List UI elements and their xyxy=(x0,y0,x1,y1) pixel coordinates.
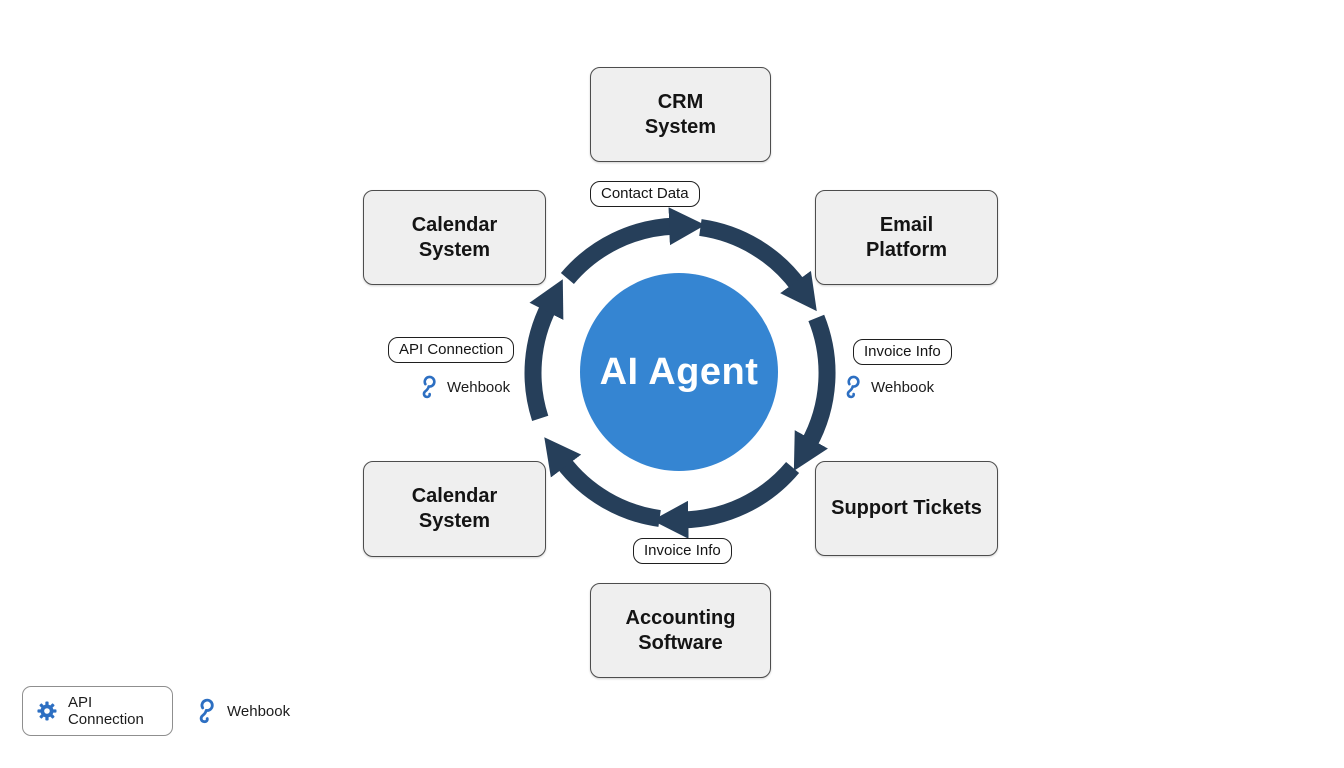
node-crm-system: CRM System xyxy=(590,67,771,162)
node-support-tickets: Support Tickets xyxy=(815,461,998,556)
node-accounting-software: Accounting Software xyxy=(590,583,771,678)
label-invoice-info-right: Invoice Info xyxy=(853,339,952,365)
label-contact-data: Contact Data xyxy=(590,181,700,207)
ring-arrow-bottom-left xyxy=(544,437,661,527)
gear-icon xyxy=(37,701,57,721)
ai-agent-circle: AI Agent xyxy=(580,273,778,471)
node-accounting-software-label: Accounting Software xyxy=(625,606,736,654)
webhook-caption-left: Wehbook xyxy=(420,375,510,400)
legend-webhook: Wehbook xyxy=(197,698,290,725)
ring-arrow-top-right xyxy=(699,219,817,312)
webhook-icon xyxy=(846,375,860,399)
webhook-icon xyxy=(422,375,436,399)
legend-api-connection-label: API Connection xyxy=(67,694,144,728)
webhook-label-right: Wehbook xyxy=(871,379,935,396)
ring-arrow-top-left xyxy=(560,207,706,285)
legend-webhook-label: Wehbook xyxy=(227,703,291,720)
node-calendar-system-bottom-label: Calendar System xyxy=(411,485,498,532)
webhook-label-left: Wehbook xyxy=(447,379,511,396)
node-calendar-system-bottom: Calendar System xyxy=(363,461,546,557)
node-calendar-system-top-label: Calendar System xyxy=(411,213,498,261)
node-calendar-system-top: Calendar System xyxy=(363,190,546,285)
node-email-platform: Email Platform xyxy=(815,190,998,285)
label-api-connection: API Connection xyxy=(388,337,515,363)
label-invoice-info-bottom: Invoice Info xyxy=(633,538,732,564)
ring-arrow-bottom-right xyxy=(652,461,800,539)
node-email-platform-label: Email Platform xyxy=(865,213,948,261)
legend-api-connection: API Connection xyxy=(22,686,173,736)
webhook-caption-right: Wehbook xyxy=(844,375,934,400)
webhook-icon xyxy=(199,698,214,724)
ring-arrow-right xyxy=(793,314,836,471)
ring-arrow-left xyxy=(524,279,564,422)
ai-agent-label: AI Agent xyxy=(599,350,759,393)
node-support-tickets-label: Support Tickets xyxy=(831,497,982,519)
node-crm-system-label: CRM System xyxy=(644,90,717,138)
